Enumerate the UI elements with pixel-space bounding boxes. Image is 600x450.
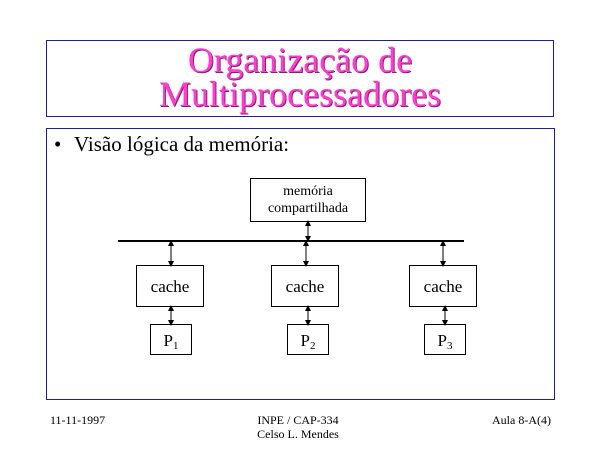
processor-box-3: P3 [424,324,466,355]
title-frame: Organização de Multiprocessadores [46,40,554,117]
bullet-item: • Visão lógica da memória: [54,132,289,156]
bullet-text: Visão lógica da memória: [74,132,290,156]
processor-label-1: P [163,331,173,350]
cache-box-3: cache [409,265,477,307]
bullet-symbol: • [54,132,62,156]
footer-course: INPE / CAP-334 Celso L. Mendes [228,413,368,441]
footer-course-line-2: Celso L. Mendes [257,427,339,441]
processor-label-3: P [437,331,447,350]
slide-title: Organização de Multiprocessadores [47,40,553,114]
processor-index-3: 3 [446,340,453,352]
footer-page: Aula 8-A(4) [492,413,551,427]
processor-label-2: P [300,331,310,350]
footer-course-line-1: INPE / CAP-334 [257,413,339,427]
title-line-1: Organização de [187,40,413,80]
processor-box-2: P2 [287,324,329,355]
memory-label-line-1: memória [283,184,333,199]
shared-memory-box: memória compartilhada [250,178,366,222]
cache-box-2: cache [271,265,339,307]
title-line-2: Multiprocessadores [159,74,441,114]
memory-label-line-2: compartilhada [267,201,349,216]
processor-index-1: 1 [172,340,179,352]
content-frame [46,128,555,400]
processor-index-2: 2 [309,340,316,352]
footer-date: 11-11-1997 [50,413,106,427]
system-bus [118,240,464,242]
